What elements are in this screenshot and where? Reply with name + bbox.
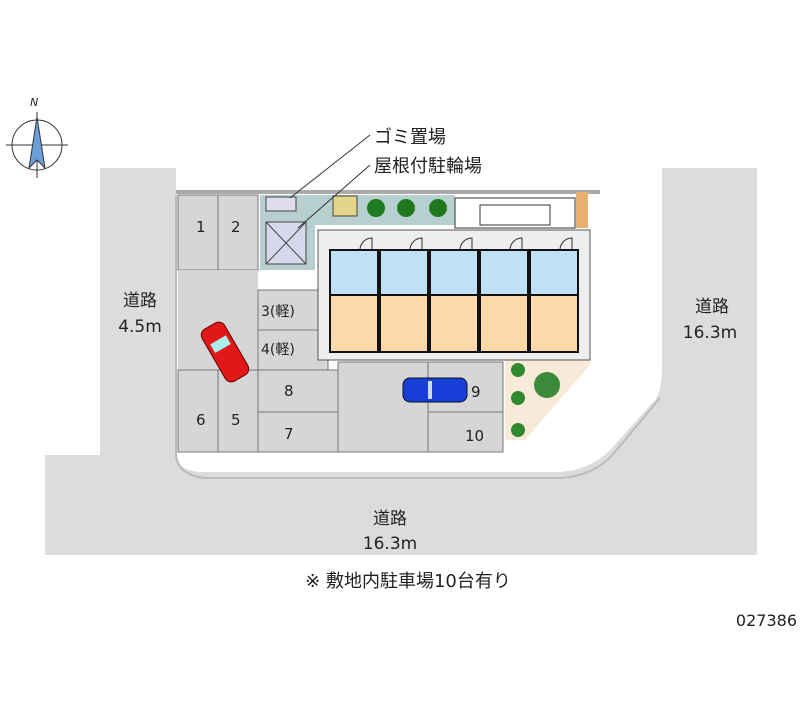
red-car-icon (200, 321, 250, 383)
parking-space-7: 7 (284, 425, 294, 443)
road-bottom-width: 16.3m (363, 534, 417, 554)
tree-icon (429, 199, 447, 217)
parking-space-1: 1 (196, 218, 206, 236)
door-icon (459, 237, 473, 251)
parking-space-5: 5 (231, 411, 241, 429)
parking-space-2: 2 (231, 218, 241, 236)
unit-wet-area (429, 249, 479, 296)
unit-living-room (329, 294, 379, 353)
parking-space-9: 9 (471, 383, 481, 401)
road-bottom-name: 道路 (373, 509, 407, 529)
road-right-name: 道路 (695, 297, 729, 317)
garbage-area (265, 196, 297, 212)
road-left-name: 道路 (123, 291, 157, 311)
road-edge (175, 195, 661, 479)
parking-note: ※ 敷地内駐車場10台有り (305, 571, 511, 592)
bicycle-parking-label: 屋根付駐輪場 (374, 156, 482, 177)
unit-wet-area (529, 249, 579, 296)
tree-icon (511, 363, 525, 377)
road-right-width: 16.3m (683, 323, 737, 343)
property-id: 027386 (736, 611, 797, 630)
door-icon (409, 237, 423, 251)
unit-wet-area (479, 249, 529, 296)
unit-living-room (479, 294, 529, 353)
door-icon (359, 237, 373, 251)
tree-icon (511, 391, 525, 405)
compass-icon (6, 112, 68, 178)
parking-space-3: 3(軽) (261, 304, 295, 320)
tree-icon (397, 199, 415, 217)
blue-car-icon (402, 377, 468, 403)
compass-north-label: N (30, 96, 38, 109)
parking-space-6: 6 (196, 411, 206, 429)
apartment-building (317, 229, 591, 361)
door-icon (559, 237, 573, 251)
lot-boundary (176, 190, 600, 194)
parking-space-10: 10 (465, 427, 484, 445)
parking-space-8: 8 (284, 382, 294, 400)
tree-icon (534, 372, 560, 398)
unit-living-room (529, 294, 579, 353)
unit-wet-area (329, 249, 379, 296)
unit-living-room (379, 294, 429, 353)
unit-living-room (429, 294, 479, 353)
garbage-label: ゴミ置場 (374, 127, 446, 148)
tree-icon (511, 423, 525, 437)
door-icon (509, 237, 523, 251)
road-left-width: 4.5m (118, 317, 162, 337)
parking-space-4: 4(軽) (261, 342, 295, 358)
unit-wet-area (379, 249, 429, 296)
tree-icon (367, 199, 385, 217)
